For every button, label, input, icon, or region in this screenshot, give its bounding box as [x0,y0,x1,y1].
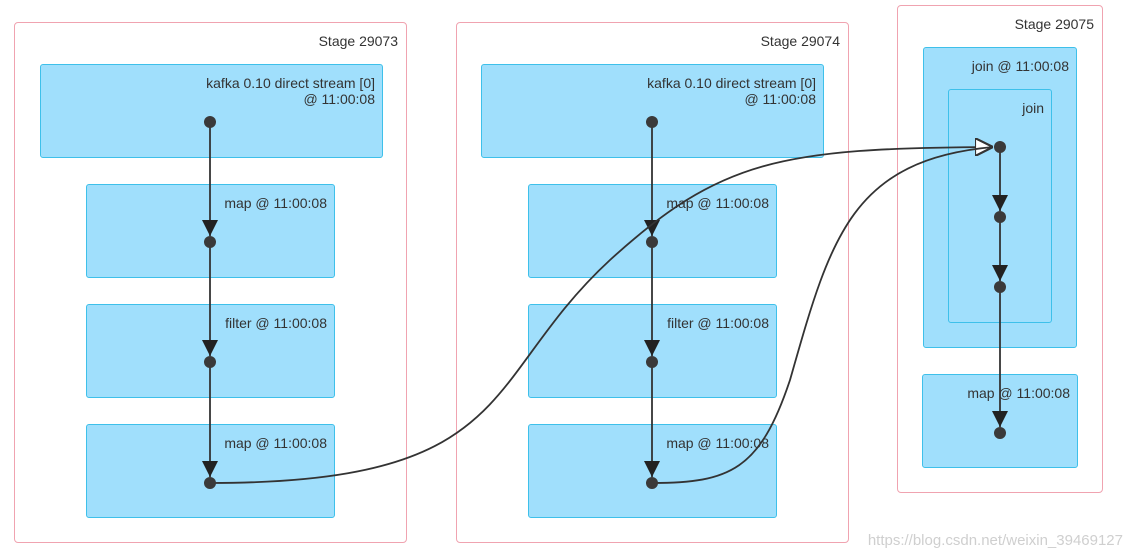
op-label: join [1022,100,1044,116]
edge-cross-stage [209,147,993,484]
op-kafka-stream[interactable]: kafka 0.10 direct stream [0] @ 11:00:08 [40,64,383,158]
op-label: map @ 11:00:08 [666,435,769,451]
op-label: kafka 0.10 direct stream [0] @ 11:00:08 [647,75,816,107]
op-label: map @ 11:00:08 [224,435,327,451]
node [994,281,1006,293]
node [646,356,658,368]
stage-title: Stage 29073 [318,33,398,49]
op-label: filter @ 11:00:08 [667,315,769,331]
watermark: https://blog.csdn.net/weixin_39469127 [867,532,1123,549]
node [994,211,1006,223]
node [646,236,658,248]
node [994,427,1006,439]
op-label: map @ 11:00:08 [666,195,769,211]
node [204,356,216,368]
node [204,236,216,248]
node [994,141,1006,153]
stage-title: Stage 29075 [1014,16,1094,32]
node [204,116,216,128]
op-label: map @ 11:00:08 [224,195,327,211]
op-label: join @ 11:00:08 [971,58,1069,74]
op-label: kafka 0.10 direct stream [0] @ 11:00:08 [206,75,375,107]
stage-title: Stage 29074 [760,33,840,49]
node [204,477,216,489]
edge-cross-stage [651,146,994,484]
op-label: map @ 11:00:08 [967,385,1070,401]
node [646,116,658,128]
op-label: filter @ 11:00:08 [225,315,327,331]
node [646,477,658,489]
